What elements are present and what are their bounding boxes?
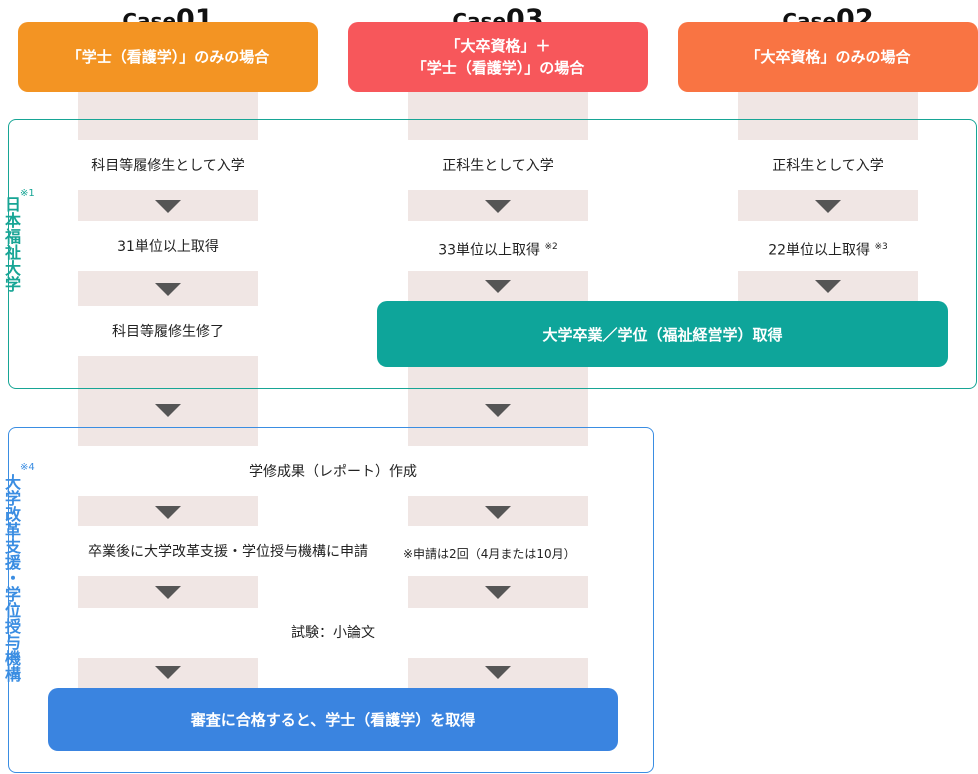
- arrow-down-icon: [485, 586, 511, 599]
- arrow-down-icon: [485, 666, 511, 679]
- case03-credits: 33単位以上取得 ※2: [438, 242, 558, 259]
- case02-enroll: 正科生として入学: [772, 158, 884, 174]
- arrow-down-icon: [155, 586, 181, 599]
- arrow-down-icon: [485, 200, 511, 213]
- final-box: 審査に合格すると、学士（看護学）を取得: [48, 688, 618, 751]
- case01-header: 「学士（看護学）」のみの場合: [18, 22, 318, 92]
- case01-header-text: 「学士（看護学）」のみの場合: [66, 48, 270, 66]
- arrow-down-icon: [155, 200, 181, 213]
- case03-header-line2: 「学士（看護学）」の場合: [411, 59, 585, 77]
- section-frame-university: [8, 119, 977, 389]
- case03-header-line1: 「大卒資格」＋: [445, 37, 551, 55]
- arrow-down-icon: [485, 404, 511, 417]
- section2-label: 大学改革支援・学位授与機構: [2, 474, 21, 682]
- arrow-down-icon: [485, 506, 511, 519]
- exam-step: 試験：小論文: [291, 625, 375, 641]
- arrow-down-icon: [815, 200, 841, 213]
- case02-credits: 22単位以上取得 ※3: [768, 242, 888, 259]
- case01-complete: 科目等履修生修了: [112, 324, 224, 340]
- case03-enroll: 正科生として入学: [442, 158, 554, 174]
- section1-mark: ※1: [20, 188, 35, 199]
- arrow-down-icon: [155, 404, 181, 417]
- case03-header: 「大卒資格」＋ 「学士（看護学）」の場合: [348, 22, 648, 92]
- section1-label: 日本福祉大学: [2, 196, 21, 292]
- apply-step: 卒業後に大学改革支援・学位授与機構に申請: [88, 544, 368, 560]
- graduate-text: 大学卒業／学位（福祉経営学）取得: [542, 325, 783, 344]
- section-frame-niad: [8, 427, 654, 773]
- graduate-box: 大学卒業／学位（福祉経営学）取得: [377, 301, 948, 367]
- arrow-down-icon: [815, 280, 841, 293]
- arrow-down-icon: [155, 283, 181, 296]
- final-text: 審査に合格すると、学士（看護学）を取得: [190, 711, 476, 729]
- case01-enroll: 科目等履修生として入学: [91, 158, 245, 174]
- apply-note: ※申請は2回（4月または10月）: [403, 547, 576, 561]
- section2-mark: ※4: [20, 462, 35, 473]
- case02-header-text: 「大卒資格」のみの場合: [745, 48, 911, 66]
- arrow-down-icon: [485, 280, 511, 293]
- arrow-down-icon: [155, 506, 181, 519]
- arrow-down-icon: [155, 666, 181, 679]
- report-step: 学修成果（レポート）作成: [249, 464, 417, 480]
- case02-header: 「大卒資格」のみの場合: [678, 22, 978, 92]
- case01-credits: 31単位以上取得: [117, 239, 219, 255]
